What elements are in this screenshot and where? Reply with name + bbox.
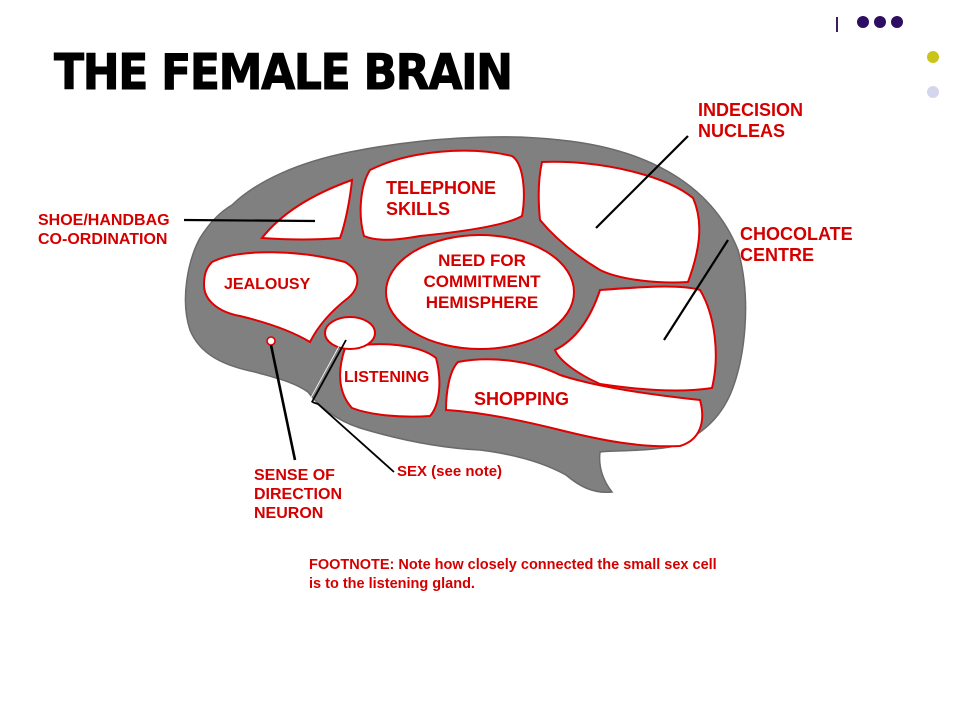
- label-commitment: NEED FOR COMMITMENT HEMISPHERE: [402, 250, 562, 313]
- label-direction-line1: SENSE OF: [254, 467, 335, 484]
- label-shoe-handbag-line1: SHOE/HANDBAG: [38, 212, 170, 229]
- label-shoe-handbag-line2: CO-ORDINATION: [38, 231, 168, 248]
- page-title: THE FEMALE BRAIN: [54, 44, 514, 102]
- label-indecision-line1: INDECISION: [698, 100, 804, 120]
- label-direction-line3: NEURON: [254, 505, 324, 522]
- label-telephone-line2: SKILLS: [386, 199, 451, 219]
- region-shoe-handbag: [260, 178, 354, 241]
- region-direction-neuron: [266, 336, 276, 346]
- label-jealousy: JEALOUSY: [224, 276, 311, 293]
- decor-dot-yellow: [927, 51, 939, 63]
- decor-dot-purple-2: [874, 16, 886, 28]
- decor-dot-purple-3: [891, 16, 903, 28]
- pointer-shoe-handbag: [183, 218, 316, 223]
- label-listening: LISTENING: [344, 369, 430, 386]
- decor-dot-lilac: [927, 86, 939, 98]
- label-sense-of-direction: SENSE OF DIRECTION NEURON: [254, 466, 342, 523]
- pointer-sex-outline: [308, 338, 393, 475]
- footnote: FOOTNOTE: Note how closely connected the…: [309, 556, 717, 594]
- region-sex-cell: [324, 316, 376, 350]
- region-commitment: [385, 234, 575, 350]
- region-indecision: [537, 160, 701, 284]
- region-telephone: [359, 149, 525, 241]
- label-direction-line2: DIRECTION: [254, 486, 342, 503]
- label-chocolate-line2: CENTRE: [740, 245, 815, 265]
- region-listening: [339, 343, 441, 418]
- label-shoe-handbag: SHOE/HANDBAG CO-ORDINATION: [38, 211, 170, 249]
- label-telephone-line1: TELEPHONE: [386, 178, 497, 198]
- label-indecision: INDECISION NUCLEAS: [698, 100, 803, 142]
- label-commitment-line3: HEMISPHERE: [425, 293, 539, 312]
- footnote-line1: FOOTNOTE: Note how closely connected the…: [309, 557, 717, 573]
- footnote-line2: is to the listening gland.: [309, 576, 475, 592]
- label-shopping: SHOPPING: [474, 389, 570, 409]
- region-shopping: [444, 358, 704, 448]
- region-jealousy: [202, 251, 359, 344]
- label-chocolate-line1: CHOCOLATE: [740, 224, 853, 244]
- label-commitment-line2: COMMITMENT: [423, 272, 541, 291]
- decor-dot-purple-1: [857, 16, 869, 28]
- label-telephone: TELEPHONE SKILLS: [386, 178, 496, 220]
- pointer-direction: [269, 344, 297, 461]
- pointer-indecision: [595, 135, 689, 229]
- label-sex: SEX (see note): [397, 463, 503, 480]
- label-commitment-line1: NEED FOR: [438, 251, 526, 270]
- pointer-chocolate: [663, 239, 729, 341]
- decor-divider: [836, 17, 838, 32]
- label-indecision-line2: NUCLEAS: [698, 121, 786, 141]
- pointer-sex: [310, 339, 395, 473]
- label-chocolate: CHOCOLATE CENTRE: [740, 224, 853, 266]
- region-chocolate: [553, 285, 717, 392]
